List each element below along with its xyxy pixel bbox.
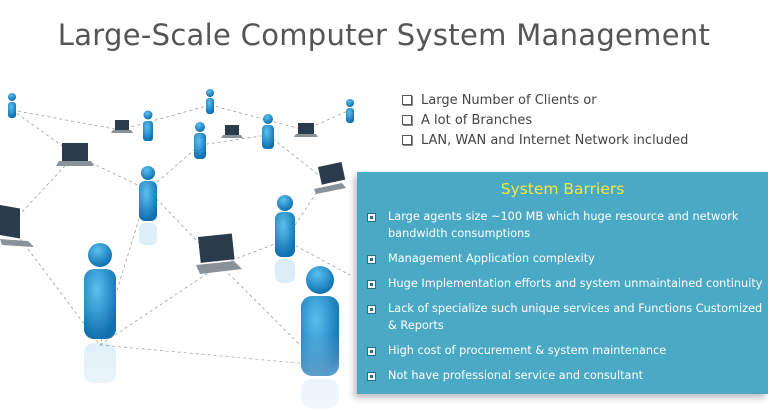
square-bullet-icon	[367, 305, 376, 314]
checklist-item: A lot of Branches	[402, 110, 762, 130]
square-bullet-icon	[367, 372, 376, 381]
checklist-item-label: Large Number of Clients or	[421, 92, 597, 108]
checkbox-icon	[402, 115, 412, 125]
requirements-checklist: Large Number of Clients or A lot of Bran…	[402, 90, 762, 150]
network-links	[9, 104, 351, 366]
barrier-text: High cost of procurement & system mainte…	[388, 344, 667, 357]
checkbox-icon	[402, 95, 412, 105]
system-barriers-panel: System Barriers Large agents size ~100 M…	[357, 172, 768, 394]
square-bullet-icon	[367, 347, 376, 356]
square-bullet-icon	[367, 213, 376, 222]
checklist-item-label: A lot of Branches	[421, 112, 533, 128]
barrier-text: Management Application complexity	[388, 252, 595, 265]
list-item: Lack of specialize such unique services …	[367, 300, 768, 334]
network-illustration	[0, 89, 360, 410]
barrier-text: Lack of specialize such unique services …	[388, 302, 763, 332]
slide-title: Large-Scale Computer System Management	[57, 18, 711, 52]
barrier-text: Not have professional service and consul…	[388, 369, 644, 382]
list-item: High cost of procurement & system mainte…	[367, 342, 768, 359]
laptop-icon	[0, 120, 346, 274]
square-bullet-icon	[367, 280, 376, 289]
list-item: Large agents size ~100 MB which huge res…	[367, 208, 768, 242]
square-bullet-icon	[367, 255, 376, 264]
list-item: Not have professional service and consul…	[367, 367, 768, 384]
list-item: Management Application complexity	[367, 250, 768, 267]
person-figure	[8, 89, 354, 159]
panel-heading: System Barriers	[500, 180, 625, 198]
checklist-item: LAN, WAN and Internet Network included	[402, 130, 762, 150]
checklist-item-label: LAN, WAN and Internet Network included	[421, 132, 689, 148]
checkbox-icon	[402, 135, 412, 145]
person-figure	[139, 166, 295, 257]
list-item: Huge Implementation efforts and system u…	[367, 275, 768, 292]
barrier-text: Large agents size ~100 MB which huge res…	[388, 210, 739, 240]
checklist-item: Large Number of Clients or	[402, 90, 762, 110]
barrier-text: Huge Implementation efforts and system u…	[388, 277, 763, 290]
barrier-list: Large agents size ~100 MB which huge res…	[357, 208, 768, 384]
